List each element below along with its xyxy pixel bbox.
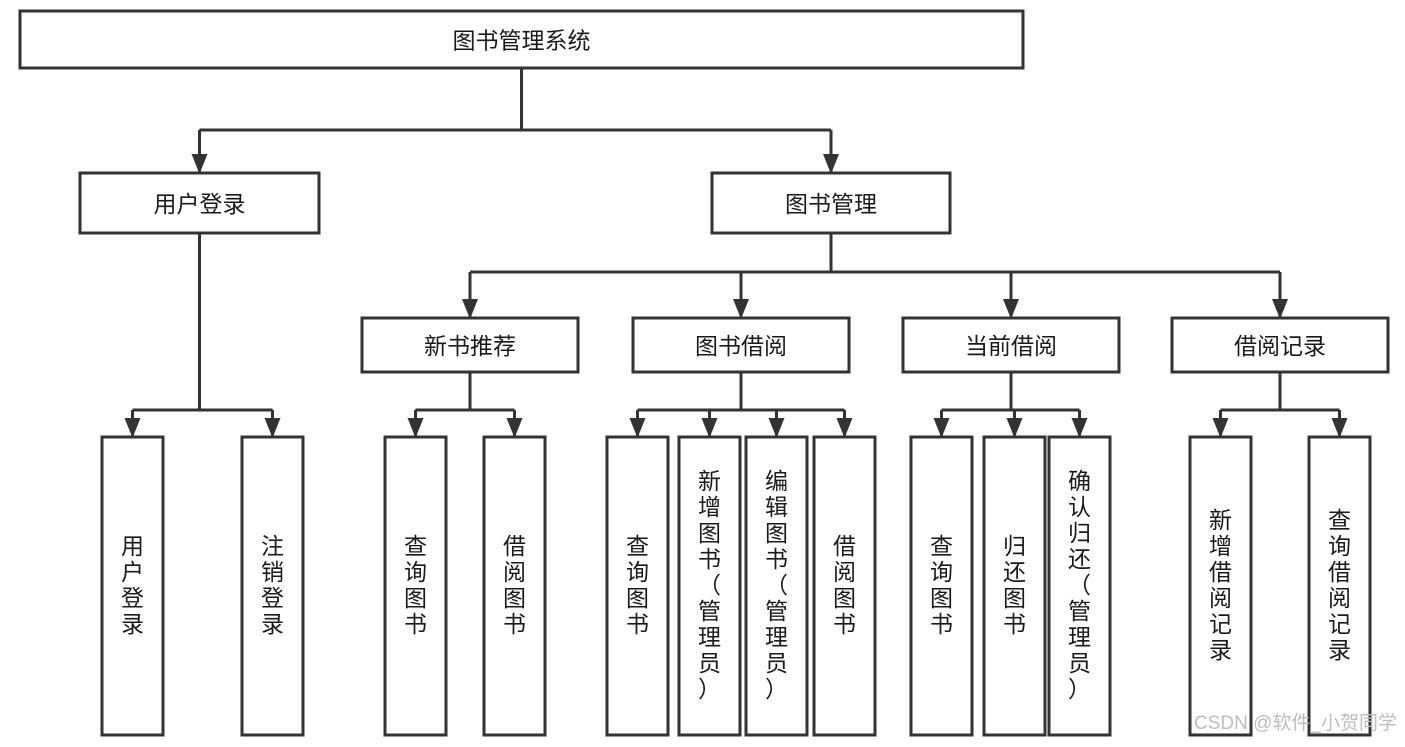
level3-node-book-borrow[interactable]: 图书借阅 (631, 316, 851, 374)
level3-node-new-book-rec[interactable]: 新书推荐 (360, 316, 580, 374)
arrow-head-icon (768, 418, 785, 438)
leaf-node-leaf-cur-query-book[interactable]: 查询图书 (909, 435, 974, 737)
arrow-head-icon (407, 418, 424, 438)
node-label: 用户登录 (121, 533, 144, 637)
connector-book-borrow-to-leaves (629, 372, 853, 438)
arrow-head-icon (1331, 418, 1348, 438)
node-box[interactable] (605, 435, 670, 737)
node-label: 借阅记录 (1234, 333, 1326, 359)
arrow-head-icon (836, 418, 853, 438)
leaf-node-leaf-user-login[interactable]: 用户登录 (100, 435, 165, 737)
node-label: 查询图书 (626, 533, 649, 637)
leaf-node-leaf-user-logout[interactable]: 注销登录 (240, 435, 305, 737)
node-label: 新书推荐 (424, 333, 516, 359)
node-box[interactable] (18, 9, 1025, 70)
arrow-head-icon (933, 418, 950, 438)
node-box[interactable] (1188, 435, 1253, 737)
connector-lines-layer (124, 68, 1348, 438)
node-label: 查询借阅记录 (1328, 507, 1351, 663)
leaf-node-leaf-rec-borrow-book[interactable]: 借阅图书 (482, 435, 547, 737)
node-box[interactable] (482, 435, 547, 737)
node-label: 当前借阅 (965, 333, 1057, 359)
node-label: 新增图书（管理员） (698, 468, 721, 702)
arrow-head-icon (733, 299, 749, 319)
csdn-watermark: CSDN @软件_小贺同学 (1194, 712, 1397, 734)
node-box[interactable] (240, 435, 305, 737)
arrow-head-icon (506, 418, 523, 438)
node-label: 借阅图书 (833, 533, 856, 637)
leaf-node-leaf-rec-add-record[interactable]: 新增借阅记录 (1188, 435, 1253, 737)
node-label: 确认归还（管理员） (1068, 468, 1091, 702)
node-label: 图书借阅 (695, 333, 787, 359)
arrow-head-icon (124, 418, 141, 438)
node-box[interactable] (78, 171, 321, 235)
arrow-head-icon (701, 418, 718, 438)
arrow-head-icon (1212, 418, 1229, 438)
root-node-root[interactable]: 图书管理系统 (18, 9, 1025, 70)
node-label: 图书管理系统 (453, 28, 591, 54)
leaf-node-leaf-borrow-lend-book[interactable]: 借阅图书 (812, 435, 877, 737)
node-box[interactable] (1170, 316, 1390, 374)
node-label: 编辑图书（管理员） (765, 468, 788, 702)
arrow-head-icon (462, 299, 478, 319)
node-label: 图书管理 (785, 191, 877, 217)
leaf-node-leaf-rec-query-book[interactable]: 查询图书 (383, 435, 448, 737)
connector-current-borrow-to-leaves (933, 372, 1088, 438)
arrow-head-icon (1071, 418, 1088, 438)
level2-node-user-login[interactable]: 用户登录 (78, 171, 321, 235)
node-label: 归还图书 (1003, 533, 1026, 637)
node-box[interactable] (1047, 435, 1112, 737)
diagram-nodes-layer: 图书管理系统用户登录图书管理新书推荐图书借阅当前借阅借阅记录用户登录注销登录查询… (18, 9, 1390, 737)
node-label: 查询图书 (930, 533, 953, 637)
arrow-head-icon (1272, 299, 1288, 319)
node-label: 注销登录 (261, 533, 284, 637)
connector-user-login-to-leaves (124, 233, 281, 438)
level2-node-book-manage[interactable]: 图书管理 (710, 171, 952, 235)
node-box[interactable] (677, 435, 742, 737)
node-box[interactable] (982, 435, 1047, 737)
connector-new-book-rec-to-leaves (407, 372, 523, 438)
node-box[interactable] (901, 316, 1121, 374)
leaf-node-leaf-borrow-add-book[interactable]: 新增图书（管理员） (677, 435, 742, 737)
node-label: 借阅图书 (503, 533, 526, 637)
arrow-head-icon (264, 418, 281, 438)
connector-root-to-level2 (191, 68, 839, 174)
arrow-head-icon (1003, 299, 1019, 319)
node-box[interactable] (909, 435, 974, 737)
leaf-node-leaf-borrow-edit-book[interactable]: 编辑图书（管理员） (744, 435, 809, 737)
node-box[interactable] (383, 435, 448, 737)
leaf-node-leaf-rec-query-record[interactable]: 查询借阅记录 (1307, 435, 1372, 737)
leaf-node-leaf-cur-return-book[interactable]: 归还图书 (982, 435, 1047, 737)
leaf-node-leaf-borrow-query-book[interactable]: 查询图书 (605, 435, 670, 737)
node-label: 新增借阅记录 (1209, 507, 1232, 663)
node-box[interactable] (812, 435, 877, 737)
node-box[interactable] (710, 171, 952, 235)
node-label: 查询图书 (404, 533, 427, 637)
arrow-head-icon (629, 418, 646, 438)
node-box[interactable] (100, 435, 165, 737)
node-box[interactable] (744, 435, 809, 737)
level3-node-current-borrow[interactable]: 当前借阅 (901, 316, 1121, 374)
node-box[interactable] (631, 316, 851, 374)
arrow-head-icon (191, 154, 208, 174)
node-box[interactable] (360, 316, 580, 374)
connector-borrow-record-to-leaves (1212, 372, 1348, 438)
leaf-node-leaf-cur-confirm-return[interactable]: 确认归还（管理员） (1047, 435, 1112, 737)
level3-node-borrow-record[interactable]: 借阅记录 (1170, 316, 1390, 374)
node-box[interactable] (1307, 435, 1372, 737)
arrow-head-icon (1006, 418, 1023, 438)
connector-book-manage-to-level3 (462, 233, 1288, 319)
arrow-head-icon (823, 154, 839, 174)
node-label: 用户登录 (154, 191, 246, 217)
